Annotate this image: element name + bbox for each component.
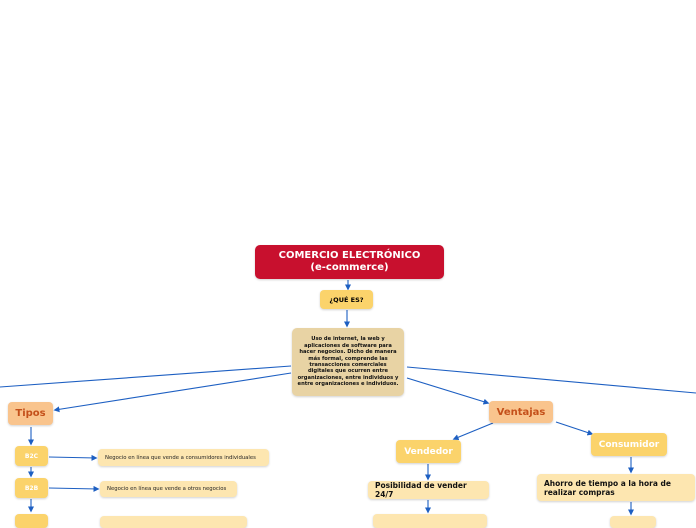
connector-definition-right-offscreen (406, 366, 696, 394)
tipos-item-b2c-description[interactable]: Negocio en línea que vende a consumidore… (98, 449, 269, 466)
tipos-item-b2c-description-text: Negocio en línea que vende a consumidore… (105, 454, 256, 461)
tipos-item-b2b-label: B2B (24, 484, 39, 492)
tipos-label: Tipos (15, 408, 46, 419)
tipos-item-b2b[interactable]: B2B (15, 478, 48, 498)
vendedor-item-next-partial[interactable] (373, 514, 487, 528)
vendedor-node[interactable]: Vendedor (396, 440, 461, 463)
definition-text: Uso de internet, la web y aplicaciones d… (297, 336, 399, 388)
tipos-item-b2c[interactable]: B2C (15, 446, 48, 466)
connector-definition-tipos (53, 372, 292, 413)
ventajas-label: Ventajas (496, 406, 546, 418)
root-title: COMERCIO ELECTRÓNICO (278, 250, 421, 261)
consumidor-item-time[interactable]: Ahorro de tiempo a la hora de realizar c… (537, 474, 695, 501)
consumidor-item-next-partial[interactable] (610, 516, 656, 528)
connector-ventajas-vendedor (452, 422, 494, 441)
tipos-item-b2b-description-text: Negocio en línea que vende a otros negoc… (107, 486, 227, 492)
vendedor-item-24-7[interactable]: Posibilidad de vender 24/7 (368, 481, 489, 499)
ventajas-node[interactable]: Ventajas (489, 401, 553, 423)
question-label: ¿QUÉ ES? (329, 295, 364, 304)
vendedor-item-text: Posibilidad de vender 24/7 (375, 481, 467, 499)
consumidor-label: Consumidor (598, 439, 660, 450)
connector-ventajas-consumidor (555, 421, 594, 436)
tipos-item-b2b-description[interactable]: Negocio en línea que vende a otros negoc… (100, 481, 237, 497)
connector-definition-ventajas (406, 377, 490, 405)
connector-definition-left-offscreen (0, 365, 292, 388)
root-subtitle: (e-commerce) (310, 262, 389, 273)
tipos-item-next-partial[interactable] (15, 514, 48, 528)
question-node[interactable]: ¿QUÉ ES? (320, 290, 373, 309)
definition-node[interactable]: Uso de internet, la web y aplicaciones d… (292, 328, 404, 396)
connector-b2b-description (48, 485, 100, 492)
consumidor-item-text: Ahorro de tiempo a la hora de realizar c… (544, 478, 671, 497)
tipos-item-b2c-label: B2C (24, 452, 39, 460)
connector-b2c-description (48, 454, 98, 461)
vendedor-label: Vendedor (404, 446, 453, 457)
consumidor-node[interactable]: Consumidor (591, 433, 667, 456)
tipos-item-next-description-partial[interactable] (100, 516, 247, 528)
tipos-node[interactable]: Tipos (8, 402, 53, 425)
root-node[interactable]: COMERCIO ELECTRÓNICO (e-commerce) (255, 245, 444, 279)
